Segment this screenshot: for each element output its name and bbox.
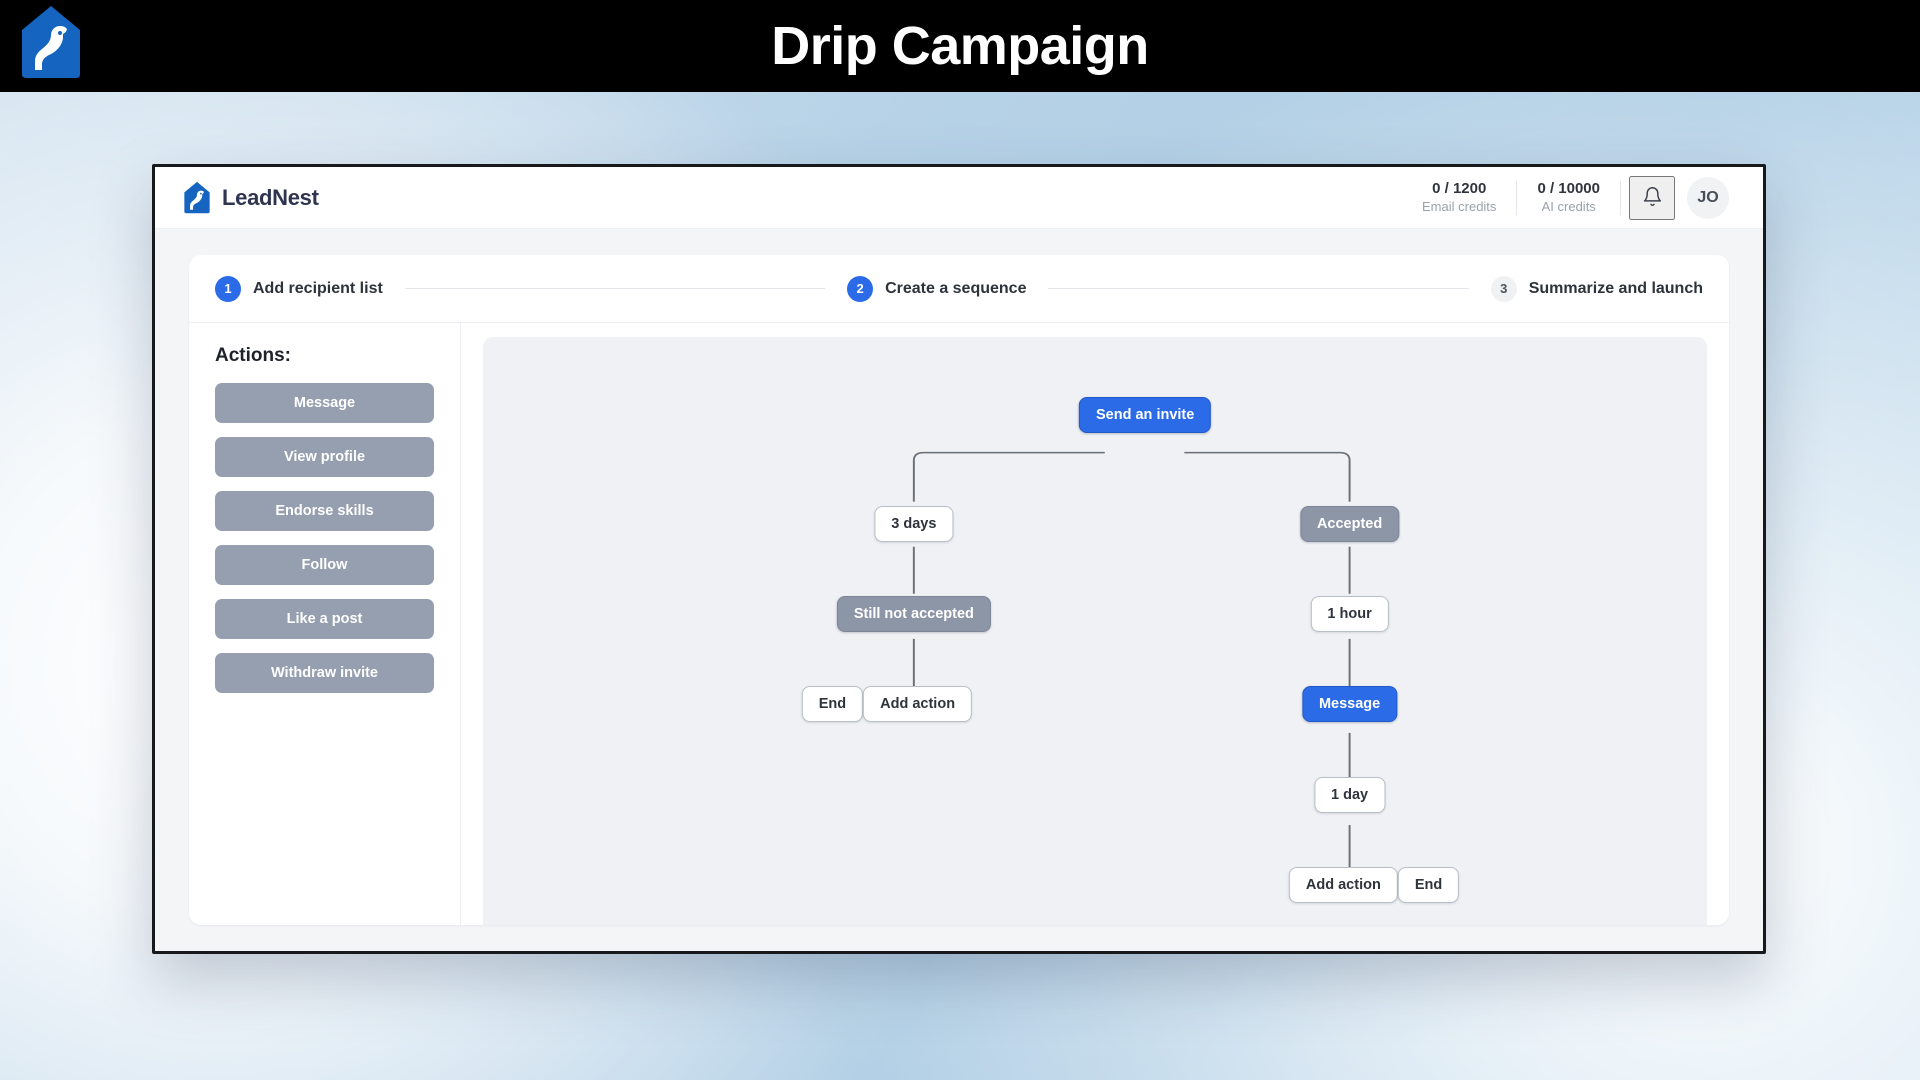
step-3-number: 3 <box>1490 275 1517 302</box>
step-3-label: Summarize and launch <box>1528 279 1703 297</box>
sequence-canvas-pane: Send an invite 3 days Still not accepted… <box>461 323 1729 925</box>
node-end-right[interactable]: End <box>1397 866 1460 903</box>
email-credits-label: Email credits <box>1422 198 1497 214</box>
sequence-canvas[interactable]: Send an invite 3 days Still not accepted… <box>483 337 1707 925</box>
node-accepted[interactable]: Accepted <box>1299 505 1400 542</box>
app-header: LeadNest 0 / 1200 Email credits 0 / 1000… <box>155 167 1763 229</box>
action-button-endorse-skills[interactable]: Endorse skills <box>215 491 434 531</box>
step-2-number: 2 <box>847 275 874 302</box>
actions-panel: Actions: Message View profile Endorse sk… <box>189 323 461 925</box>
brand[interactable]: LeadNest <box>181 181 319 215</box>
node-add-action-left[interactable]: Add action <box>863 686 973 723</box>
browser-window: LeadNest 0 / 1200 Email credits 0 / 1000… <box>152 164 1766 954</box>
node-1-day[interactable]: 1 day <box>1314 776 1386 813</box>
node-1-hour[interactable]: 1 hour <box>1310 596 1389 633</box>
step-1-label: Add recipient list <box>253 279 383 297</box>
ai-credits: 0 / 10000 AI credits <box>1517 180 1620 215</box>
node-end-left[interactable]: End <box>801 686 864 723</box>
email-credits: 0 / 1200 Email credits <box>1402 180 1516 215</box>
action-button-view-profile[interactable]: View profile <box>215 437 434 477</box>
action-button-like-a-post[interactable]: Like a post <box>215 599 434 639</box>
content: Actions: Message View profile Endorse sk… <box>189 323 1729 925</box>
ai-credits-label: AI credits <box>1541 198 1596 214</box>
action-button-follow[interactable]: Follow <box>215 545 434 585</box>
divider <box>1620 180 1621 215</box>
node-message[interactable]: Message <box>1301 686 1398 723</box>
actions-title: Actions: <box>215 345 291 366</box>
ai-credits-value: 0 / 10000 <box>1537 180 1600 197</box>
email-credits-value: 0 / 1200 <box>1432 180 1487 197</box>
top-banner: Drip Campaign <box>0 0 1920 92</box>
app-body: 1 Add recipient list 2 Create a sequence… <box>155 229 1763 951</box>
notification-bell-button[interactable] <box>1629 175 1675 220</box>
notification-bell-icon <box>1642 186 1663 210</box>
left-terminal-group: End Add action <box>801 686 973 723</box>
stepper: 1 Add recipient list 2 Create a sequence… <box>189 255 1729 323</box>
step-connector <box>1048 288 1469 289</box>
bird-nest-logo-icon <box>20 4 82 82</box>
flow-connectors <box>912 451 1351 875</box>
node-still-not-accepted[interactable]: Still not accepted <box>836 596 991 633</box>
divider <box>1516 180 1518 215</box>
step-2-label: Create a sequence <box>885 279 1027 297</box>
action-button-message[interactable]: Message <box>215 383 434 423</box>
step-1-number: 1 <box>215 275 241 302</box>
node-3-days[interactable]: 3 days <box>874 505 954 542</box>
step-connector <box>404 288 826 289</box>
step-2-create-a-sequence[interactable]: 2 Create a sequence <box>847 275 1027 302</box>
avatar[interactable]: JO <box>1687 176 1729 219</box>
node-add-action-right[interactable]: Add action <box>1288 866 1398 903</box>
brand-name: LeadNest <box>222 184 319 210</box>
step-3-summarize-and-launch[interactable]: 3 Summarize and launch <box>1490 275 1703 302</box>
right-terminal-group: Add action End <box>1288 866 1460 903</box>
banner-title: Drip Campaign <box>771 16 1149 76</box>
step-1-add-recipient-list[interactable]: 1 Add recipient list <box>215 275 383 302</box>
header-right: 0 / 1200 Email credits 0 / 10000 AI cred… <box>1402 175 1729 220</box>
bird-nest-logo-icon <box>181 181 213 215</box>
node-send-an-invite[interactable]: Send an invite <box>1079 396 1212 433</box>
action-button-withdraw-invite[interactable]: Withdraw invite <box>215 653 434 693</box>
main-card: 1 Add recipient list 2 Create a sequence… <box>189 255 1729 925</box>
